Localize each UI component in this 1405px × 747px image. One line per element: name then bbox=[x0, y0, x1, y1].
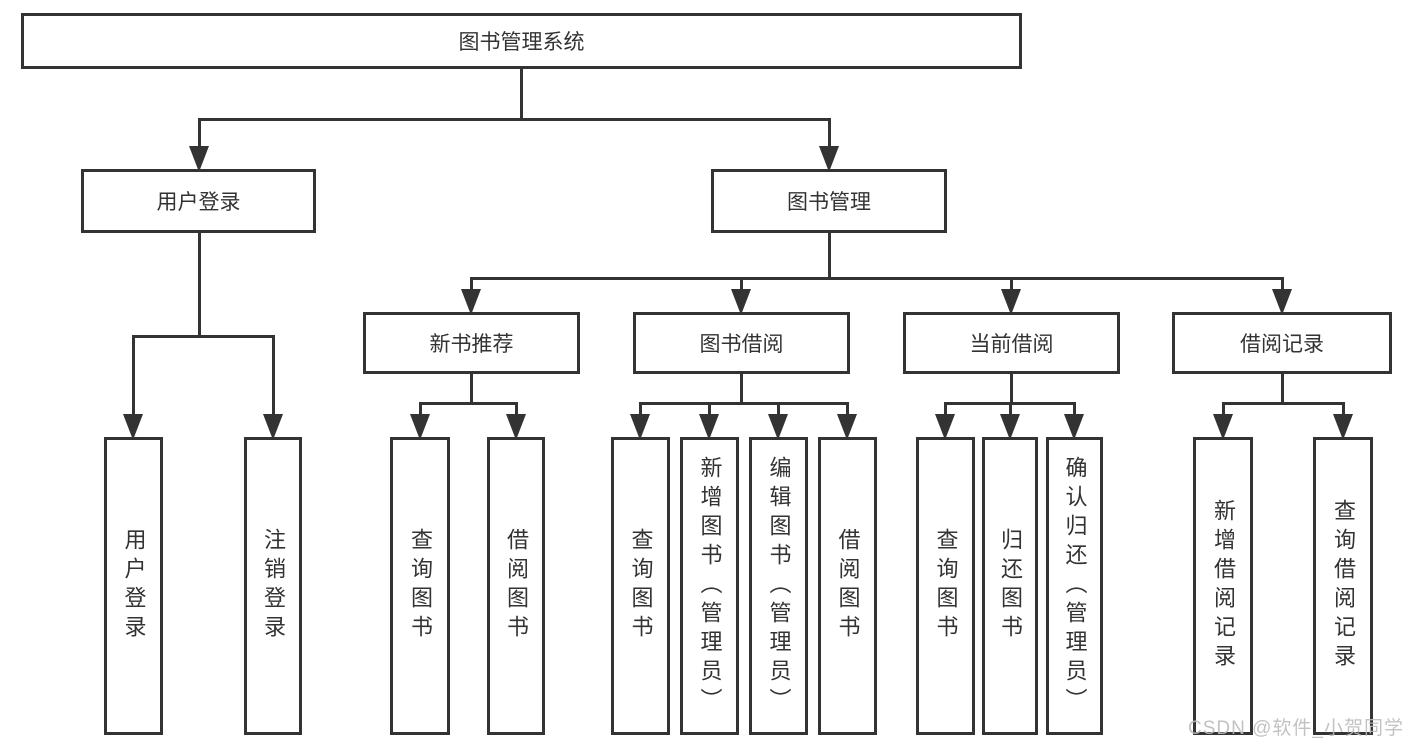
arrow-down-icon bbox=[189, 146, 209, 172]
node-leaf-borrow-book-1-label: 借阅图书 bbox=[504, 528, 529, 644]
connector-book-management-stem bbox=[827, 233, 831, 280]
connector-borrow-records-stem bbox=[1280, 374, 1284, 405]
arrow-down-icon bbox=[819, 146, 839, 172]
node-new-book-recommend: 新书推荐 bbox=[363, 312, 580, 374]
node-leaf-query-book-2-label: 查询图书 bbox=[628, 528, 654, 644]
arrow-down-icon bbox=[837, 414, 857, 440]
node-leaf-add-borrow-record-label: 新增借阅记录 bbox=[1211, 499, 1236, 673]
node-book-borrow-label: 图书借阅 bbox=[699, 333, 784, 356]
node-book-management-label: 图书管理 bbox=[787, 191, 871, 214]
arrow-down-icon bbox=[410, 414, 430, 440]
connector-book-management-branch bbox=[1280, 276, 1284, 291]
arrow-down-icon bbox=[1001, 289, 1021, 315]
node-leaf-borrow-book-2: 借阅图书 bbox=[818, 437, 877, 735]
node-leaf-edit-book-admin: 编辑图书（管理员） bbox=[749, 437, 808, 735]
connector-book-borrow-branch bbox=[638, 401, 642, 416]
node-new-book-recommend-label: 新书推荐 bbox=[429, 333, 514, 356]
csdn-watermark: CSDN @软件_小贺同学 bbox=[1188, 718, 1404, 739]
node-leaf-return-book-label: 归还图书 bbox=[998, 528, 1023, 644]
node-leaf-query-borrow-record: 查询借阅记录 bbox=[1313, 437, 1373, 735]
arrow-down-icon bbox=[1213, 414, 1233, 440]
node-leaf-query-borrow-record-label: 查询借阅记录 bbox=[1331, 499, 1356, 673]
connector-new-book-branch bbox=[418, 401, 422, 416]
node-leaf-confirm-return-label: 确认归还（管理员） bbox=[1062, 455, 1088, 717]
arrow-down-icon bbox=[1272, 289, 1292, 315]
node-root-system: 图书管理系统 bbox=[21, 13, 1022, 69]
node-book-management: 图书管理 bbox=[711, 169, 947, 233]
connector-current-borrow-branch bbox=[1072, 401, 1076, 416]
arrow-down-icon bbox=[699, 414, 719, 440]
node-leaf-query-book-1: 查询图书 bbox=[390, 437, 450, 735]
arrow-down-icon bbox=[263, 414, 283, 440]
arrow-down-icon bbox=[1333, 414, 1353, 440]
connector-borrow-records-bar bbox=[1221, 401, 1345, 405]
node-leaf-query-book-3-label: 查询图书 bbox=[933, 528, 959, 644]
arrow-down-icon bbox=[731, 289, 751, 315]
node-borrow-records-label: 借阅记录 bbox=[1240, 333, 1324, 356]
connector-user-login-branch bbox=[271, 334, 275, 416]
node-leaf-query-book-3: 查询图书 bbox=[916, 437, 975, 735]
connector-user-login-bar bbox=[131, 334, 275, 338]
node-leaf-confirm-return: 确认归还（管理员） bbox=[1046, 437, 1103, 735]
node-leaf-borrow-book-1: 借阅图书 bbox=[487, 437, 545, 735]
node-leaf-logout-label: 注销登录 bbox=[261, 528, 286, 644]
node-leaf-user-login: 用户登录 bbox=[104, 437, 163, 735]
node-leaf-return-book: 归还图书 bbox=[982, 437, 1038, 735]
arrow-down-icon bbox=[1064, 414, 1084, 440]
connector-book-management-bar bbox=[469, 276, 1284, 280]
node-leaf-add-book-admin: 新增图书（管理员） bbox=[680, 437, 739, 735]
node-root-system-label: 图书管理系统 bbox=[458, 31, 585, 54]
node-current-borrow: 当前借阅 bbox=[903, 312, 1120, 374]
arrow-down-icon bbox=[123, 414, 143, 440]
connector-current-borrow-branch bbox=[1008, 401, 1012, 416]
connector-root-branch bbox=[197, 117, 201, 148]
arrow-down-icon bbox=[1000, 414, 1020, 440]
node-leaf-add-borrow-record: 新增借阅记录 bbox=[1193, 437, 1253, 735]
connector-current-borrow-branch bbox=[943, 401, 947, 416]
connector-book-borrow-stem bbox=[739, 374, 743, 405]
connector-user-login-stem bbox=[197, 233, 201, 338]
connector-root-branch bbox=[827, 117, 831, 148]
connector-root-bar bbox=[197, 117, 831, 121]
node-user-login-label: 用户登录 bbox=[156, 191, 241, 214]
connector-new-book-stem bbox=[469, 374, 473, 405]
connector-current-borrow-stem bbox=[1009, 374, 1013, 405]
arrow-down-icon bbox=[768, 414, 788, 440]
node-borrow-records: 借阅记录 bbox=[1172, 312, 1392, 374]
connector-book-borrow-branch bbox=[845, 401, 849, 416]
node-leaf-query-book-2: 查询图书 bbox=[611, 437, 670, 735]
connector-borrow-records-branch bbox=[1221, 401, 1225, 416]
node-book-borrow: 图书借阅 bbox=[633, 312, 850, 374]
arrow-down-icon bbox=[461, 289, 481, 315]
connector-book-borrow-branch bbox=[707, 401, 711, 416]
node-user-login: 用户登录 bbox=[81, 169, 316, 233]
connector-root-stem bbox=[519, 69, 523, 121]
connector-book-management-branch bbox=[469, 276, 473, 291]
connector-new-book-branch bbox=[514, 401, 518, 416]
connector-book-borrow-branch bbox=[776, 401, 780, 416]
node-leaf-logout: 注销登录 bbox=[244, 437, 302, 735]
node-leaf-user-login-label: 用户登录 bbox=[121, 528, 147, 644]
arrow-down-icon bbox=[506, 414, 526, 440]
connector-book-management-branch bbox=[1009, 276, 1013, 291]
node-leaf-borrow-book-2-label: 借阅图书 bbox=[835, 528, 861, 644]
arrow-down-icon bbox=[630, 414, 650, 440]
node-current-borrow-label: 当前借阅 bbox=[969, 333, 1054, 356]
connector-book-management-branch bbox=[739, 276, 743, 291]
arrow-down-icon bbox=[935, 414, 955, 440]
node-leaf-add-book-admin-label: 新增图书（管理员） bbox=[697, 455, 723, 717]
connector-user-login-branch bbox=[131, 334, 135, 416]
node-leaf-query-book-1-label: 查询图书 bbox=[408, 528, 433, 644]
node-leaf-edit-book-admin-label: 编辑图书（管理员） bbox=[766, 455, 792, 717]
connector-borrow-records-branch bbox=[1341, 401, 1345, 416]
connector-new-book-bar bbox=[418, 401, 518, 405]
connector-book-borrow-bar bbox=[638, 401, 849, 405]
